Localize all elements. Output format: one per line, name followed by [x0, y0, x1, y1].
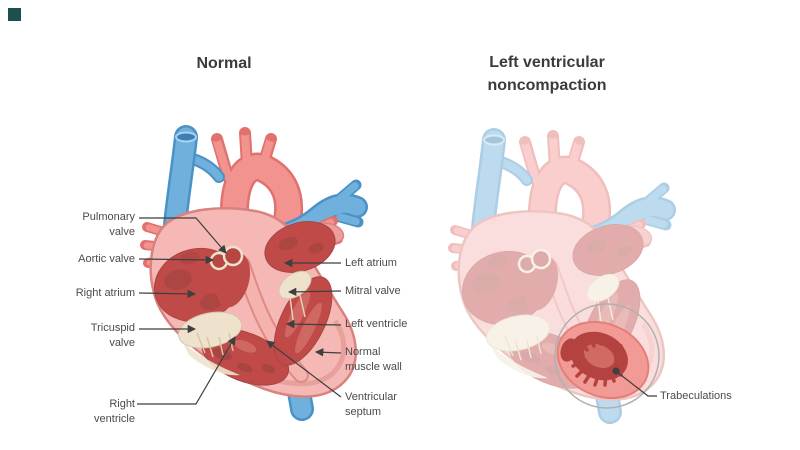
- panel-title-normal: Normal: [196, 55, 252, 72]
- highlight-circle: [554, 303, 660, 409]
- leader-lines: [137, 217, 657, 405]
- trabeculae-fringe: [571, 335, 627, 387]
- label-aortic-valve: Aortic valve: [78, 253, 135, 265]
- leader-right-ventricle: [137, 336, 236, 405]
- trabeculations-dot: [612, 367, 620, 375]
- label-mitral-valve: Mitral valve: [345, 285, 401, 297]
- leader-mitral-valve: [287, 287, 342, 297]
- normal-heart-illustration: [145, 131, 358, 410]
- panel-title-noncompaction-line1: Left ventricular: [489, 54, 605, 71]
- panel-title-noncompaction: Left ventricular noncompaction: [447, 51, 647, 97]
- leader-pulmonary-valve: [139, 217, 227, 254]
- leader-right-atrium: [138, 289, 197, 299]
- leader-left-ventricle: [285, 319, 342, 329]
- leader-aortic-valve: [138, 255, 215, 265]
- corner-square: [8, 8, 21, 21]
- panel-title-noncompaction-line2: noncompaction: [487, 77, 607, 94]
- leader-ventricular-septum: [266, 340, 342, 398]
- label-left-ventricle: Left ventricle: [345, 318, 408, 330]
- leader-normal-muscle-wall: [314, 348, 342, 357]
- leader-trabeculations: [616, 371, 657, 397]
- label-trabeculations: Trabeculations: [660, 390, 732, 402]
- label-right-atrium: Right atrium: [75, 287, 135, 299]
- label-left-atrium: Left atrium: [345, 257, 397, 269]
